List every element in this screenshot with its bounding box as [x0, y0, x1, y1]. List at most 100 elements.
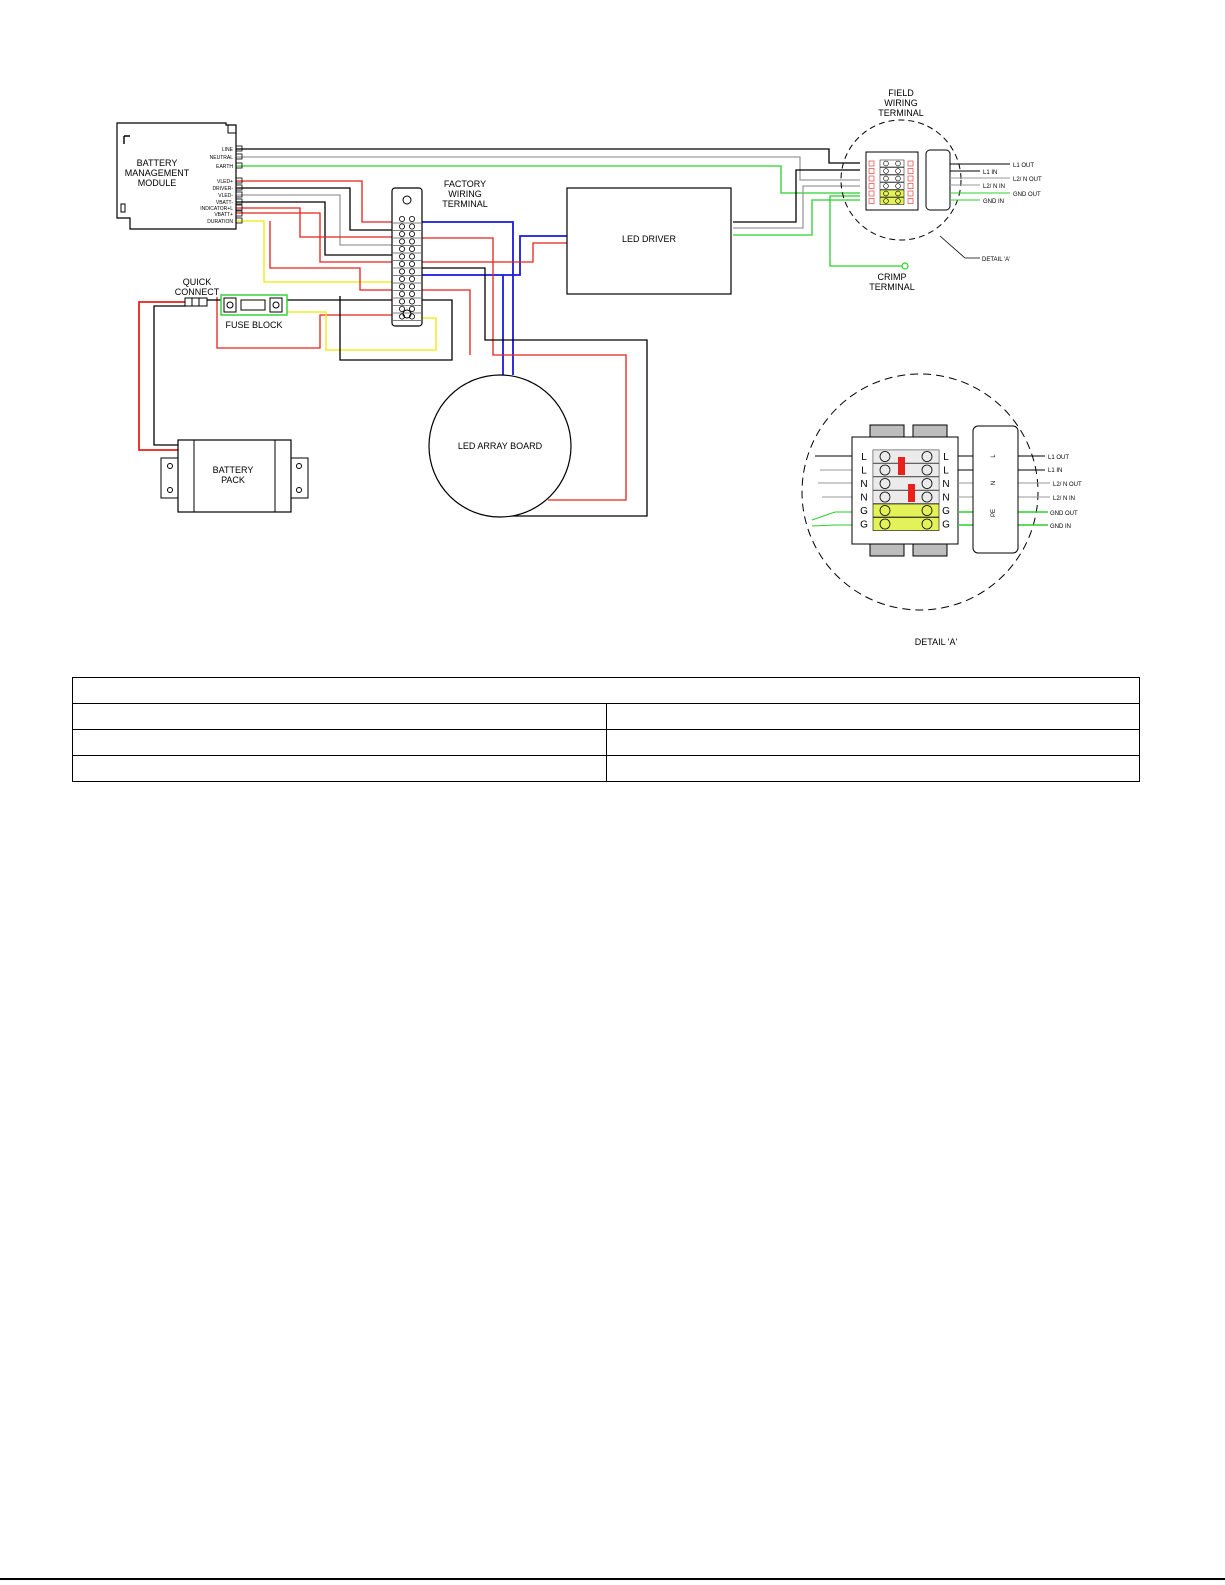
wire-vledm-gray — [234, 194, 393, 246]
pin-label-line: LINE — [222, 147, 234, 153]
factory-wiring-terminal: FACTORY WIRING TERMINAL — [391, 179, 488, 327]
field-output-lines — [950, 163, 1010, 201]
led-array-board: LED ARRAY BOARD — [428, 374, 572, 518]
pin-label-driver-minus: DRIVER- — [212, 186, 233, 192]
terminal-slot — [393, 290, 421, 299]
wire-driver-black-out — [733, 169, 860, 223]
terminal-slot — [393, 253, 421, 261]
bmm-pins — [235, 145, 243, 224]
terminal-slot — [393, 268, 421, 276]
pin-label-vled-minus: VLED- — [218, 193, 233, 199]
field-terminal-slot — [868, 167, 914, 175]
terminal-slot — [393, 283, 421, 291]
wire-vled-red — [234, 180, 393, 223]
detail-right-letter: G — [942, 520, 950, 531]
crimp-terminal: CRIMP TERMINAL — [869, 262, 915, 292]
detail-callout-label: DETAIL 'A' — [982, 257, 1010, 263]
crimp-terminal-label-2: TERMINAL — [869, 282, 915, 292]
detail-right-letter: L — [943, 466, 949, 477]
plug-letter-n: N — [991, 481, 997, 485]
plug-letter-pe: PE — [991, 509, 997, 517]
battery-pack-label-1: BATTERY — [213, 465, 254, 475]
terminal-slot — [393, 245, 421, 254]
terminal-slot — [393, 238, 421, 246]
field-terminal-slot — [868, 182, 914, 190]
pin-label-neutral: NEUTRAL — [210, 155, 234, 161]
field-out-l2-out: L2/ N OUT — [1013, 177, 1042, 183]
pin-label-vled-plus: VLED+ — [217, 179, 233, 185]
table-cell — [605, 729, 1140, 756]
terminal-slot — [393, 313, 421, 321]
wire-vbattp-red — [234, 212, 393, 263]
crimp-terminal-label-1: CRIMP — [878, 272, 907, 282]
table-row — [72, 729, 1140, 756]
detail-callout: DETAIL 'A' — [939, 235, 1010, 263]
battery-pack: BATTERY PACK — [160, 439, 309, 513]
bmm-title-3: MODULE — [138, 178, 177, 188]
field-terminal-slot — [868, 174, 914, 183]
field-out-gnd-out: GND OUT — [1013, 192, 1041, 198]
table-cell — [72, 729, 607, 756]
detail-out-gnd-out: GND OUT — [1050, 511, 1078, 517]
pin-label-earth: EARTH — [216, 164, 233, 170]
wire-batt-black — [153, 305, 186, 446]
detail-left-letter: G — [860, 506, 868, 517]
terminal-slot — [393, 215, 421, 224]
wire-neutral-gray — [234, 156, 860, 181]
detail-caption: DETAIL 'A' — [915, 637, 958, 647]
led-driver: LED DRIVER — [566, 187, 732, 295]
detail-left-letter: L — [861, 466, 867, 477]
detail-right-letter: L — [943, 452, 949, 463]
wire-blue-1 — [421, 221, 514, 375]
table-cell — [605, 755, 1140, 782]
detail-left-letter: N — [860, 479, 867, 490]
field-terminal-rows — [868, 159, 914, 205]
field-out-gnd-in: GND IN — [983, 199, 1004, 205]
field-terminal-label-1: FIELD — [888, 88, 914, 98]
footer-rule — [0, 1578, 1225, 1580]
factory-terminal-label-2: WIRING — [448, 189, 482, 199]
detail-left-letter: N — [860, 493, 867, 504]
detail-out-l1-in: L1 IN — [1048, 468, 1062, 474]
terminal-slot — [393, 230, 421, 239]
wire-driver-black — [234, 187, 393, 231]
field-terminal-slot — [868, 189, 914, 198]
detail-right-letter: N — [942, 479, 949, 490]
terminal-slot — [393, 275, 421, 284]
terminal-slot — [393, 260, 421, 269]
wire-driver-green-out — [733, 199, 860, 236]
field-wiring-terminal: FIELD WIRING TERMINAL L1 OUT L1 IN L2/ N… — [840, 88, 1042, 241]
terminal-slot — [393, 298, 421, 306]
wire-line-black — [234, 148, 860, 164]
info-table — [72, 677, 1140, 782]
fuse-block-label: FUSE BLOCK — [225, 320, 282, 330]
detail-out-gnd-in: GND IN — [1050, 524, 1071, 530]
table-cell — [605, 703, 1140, 730]
wire-dur-red — [269, 221, 393, 291]
wire-fuse-yellow — [285, 311, 437, 351]
led-driver-label: LED DRIVER — [622, 234, 677, 244]
battery-pack-label-2: PACK — [221, 475, 245, 485]
terminal-slot — [393, 223, 421, 231]
factory-terminal-label-1: FACTORY — [444, 179, 486, 189]
detail-right-letter: N — [942, 493, 949, 504]
table-cell — [72, 703, 607, 730]
factory-terminal-rows — [393, 215, 421, 321]
wire-blue-2 — [421, 235, 568, 276]
field-terminal-slot — [868, 197, 914, 205]
pin-label-vbatt-plus: VBATT+ — [214, 212, 233, 218]
detail-out-l2-out: L2/ N OUT — [1053, 482, 1082, 488]
wire-indicator-red — [234, 207, 393, 238]
detail-right-letter: G — [942, 506, 950, 517]
factory-terminal-label-3: TERMINAL — [442, 199, 488, 209]
wire-black-array — [421, 267, 648, 517]
table-header-cell — [72, 677, 1140, 704]
wire-crimp-green — [829, 195, 903, 267]
field-terminal-slot — [868, 159, 914, 168]
table-row — [72, 755, 1140, 782]
